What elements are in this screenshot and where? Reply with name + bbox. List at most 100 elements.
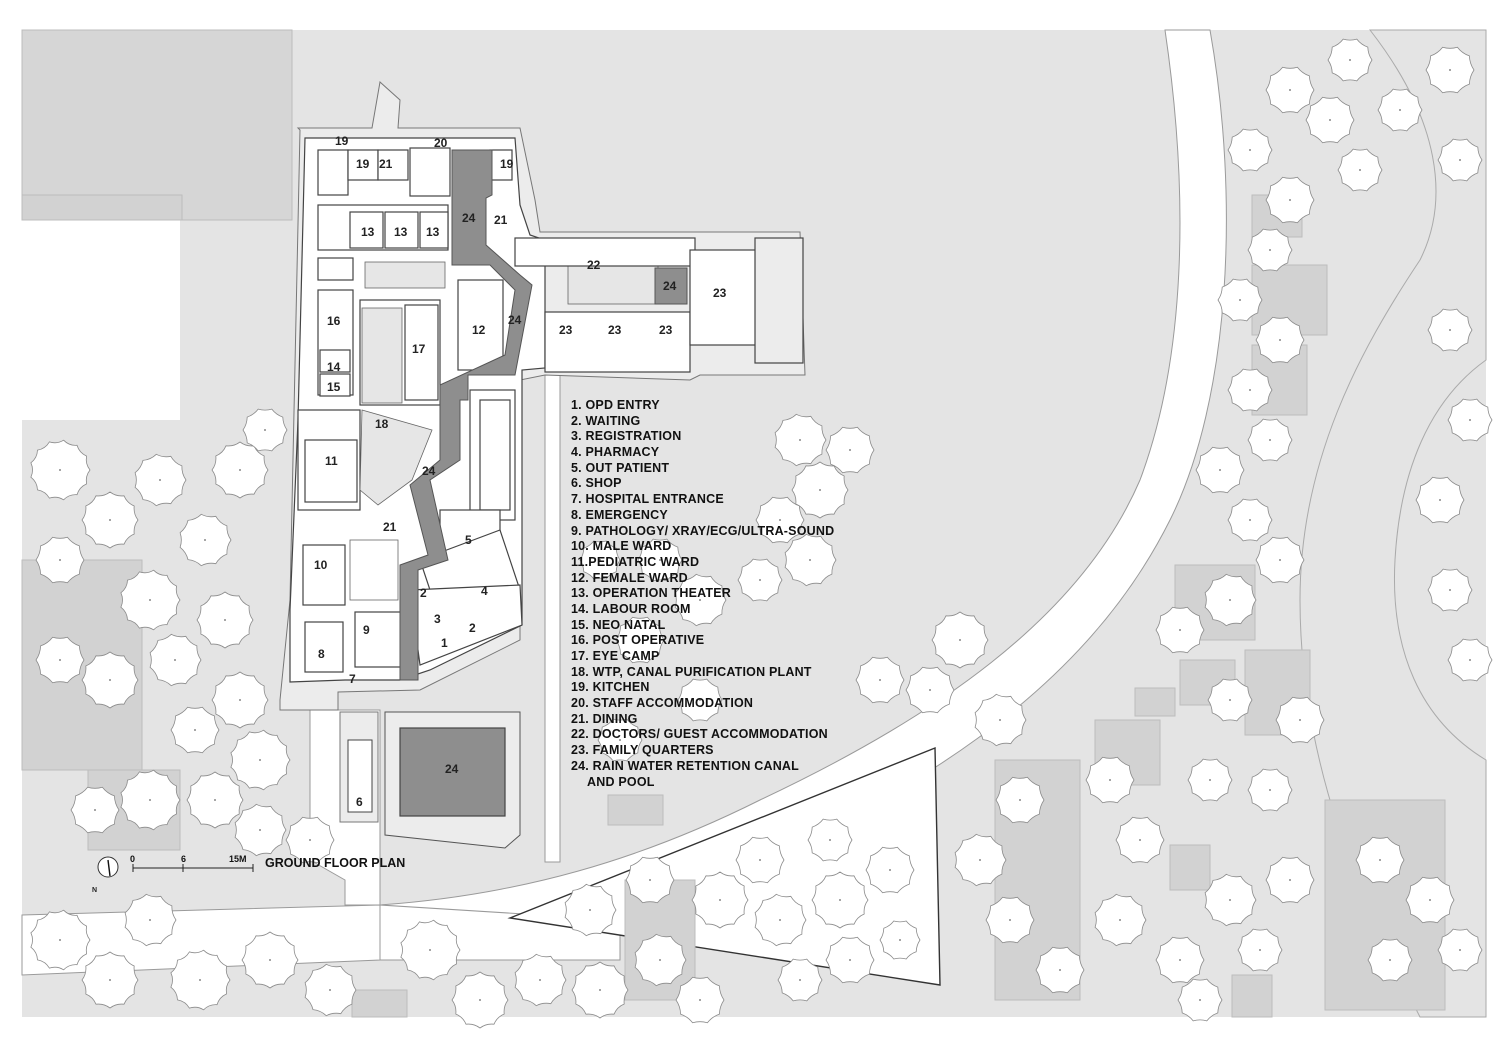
- tree-trunk: [759, 859, 761, 861]
- room-label: 1: [441, 636, 448, 650]
- tree-trunk: [1119, 919, 1121, 921]
- tree-trunk: [1439, 499, 1441, 501]
- room-label: 2: [469, 621, 476, 635]
- tree-trunk: [309, 839, 311, 841]
- tree-trunk: [1359, 169, 1361, 171]
- tree-trunk: [174, 659, 176, 661]
- tree-trunk: [1289, 199, 1291, 201]
- legend-item: 20. STAFF ACCOMMODATION: [571, 696, 754, 711]
- room-label: 19: [356, 157, 370, 171]
- room-label: 23: [659, 323, 673, 337]
- legend-item: 21. DINING: [571, 711, 638, 726]
- legend-item: 5. OUT PATIENT: [571, 460, 670, 475]
- room-label: 19: [500, 157, 514, 171]
- tree-trunk: [639, 639, 641, 641]
- trees: [30, 38, 1493, 1029]
- tree-trunk: [839, 899, 841, 901]
- tree-trunk: [109, 979, 111, 981]
- tree-trunk: [1209, 779, 1211, 781]
- tree-trunk: [659, 559, 661, 561]
- tree-trunk: [1249, 389, 1251, 391]
- tree-trunk: [1179, 629, 1181, 631]
- tree-trunk: [699, 699, 701, 701]
- tree-trunk: [1379, 859, 1381, 861]
- drawing-title: GROUND FLOOR PLAN: [265, 856, 406, 870]
- tree-trunk: [1179, 959, 1181, 961]
- tree-trunk: [1229, 899, 1231, 901]
- tree-trunk: [59, 939, 61, 941]
- room-label: 8: [318, 647, 325, 661]
- tree-trunk: [759, 579, 761, 581]
- room-label: 21: [383, 520, 397, 534]
- tree-trunk: [1059, 969, 1061, 971]
- legend-item: 24. RAIN WATER RETENTION CANAL: [571, 758, 799, 773]
- room-label: 19: [335, 134, 349, 148]
- tree-trunk: [1269, 439, 1271, 441]
- tree-trunk: [94, 809, 96, 811]
- tree-trunk: [264, 429, 266, 431]
- tree-trunk: [649, 879, 651, 881]
- tree-trunk: [889, 869, 891, 871]
- room-label: 24: [462, 211, 476, 225]
- legend-item: 12. FEMALE WARD: [571, 570, 688, 585]
- legend: 1. OPD ENTRY 2. WAITING 3. REGISTRATION …: [571, 398, 834, 790]
- tree-trunk: [599, 989, 601, 991]
- legend-item: 2. WAITING: [571, 413, 641, 428]
- tree-trunk: [224, 619, 226, 621]
- room-label: 10: [314, 558, 328, 572]
- tree-trunk: [1249, 519, 1251, 521]
- legend-item: 8. EMERGENCY: [571, 507, 668, 522]
- tree-trunk: [1429, 899, 1431, 901]
- tree-trunk: [1249, 149, 1251, 151]
- tree-trunk: [239, 699, 241, 701]
- tree-trunk: [1279, 339, 1281, 341]
- legend-item: 9. PATHOLOGY/ XRAY/ECG/ULTRA-SOUND: [571, 523, 835, 538]
- tree-trunk: [779, 519, 781, 521]
- tree-trunk: [269, 959, 271, 961]
- tree-trunk: [1469, 659, 1471, 661]
- room-label: 23: [608, 323, 622, 337]
- scale-label: 15M: [229, 854, 247, 864]
- tree-trunk: [929, 689, 931, 691]
- tree-trunk: [1219, 469, 1221, 471]
- tree-trunk: [59, 659, 61, 661]
- legend-item: 16. POST OPERATIVE: [571, 633, 705, 648]
- tree-trunk: [699, 599, 701, 601]
- room-label: 12: [472, 323, 486, 337]
- room-label: 6: [356, 795, 363, 809]
- tree-trunk: [194, 729, 196, 731]
- tree-trunk: [1139, 839, 1141, 841]
- pool-block: [339, 711, 521, 849]
- tree-trunk: [539, 979, 541, 981]
- tree-trunk: [779, 919, 781, 921]
- tree-trunk: [1269, 789, 1271, 791]
- tree-trunk: [1229, 699, 1231, 701]
- room-label: 13: [426, 225, 440, 239]
- room-label: 22: [587, 258, 601, 272]
- tree-trunk: [589, 909, 591, 911]
- triangle-park: [507, 746, 941, 986]
- legend-item: 3. REGISTRATION: [571, 429, 682, 444]
- tree-trunk: [329, 989, 331, 991]
- tree-trunk: [809, 559, 811, 561]
- tree-trunk: [849, 959, 851, 961]
- room-label: 24: [422, 464, 436, 478]
- tree-trunk: [239, 469, 241, 471]
- scale-label: 0: [130, 854, 136, 864]
- tree-trunk: [429, 949, 431, 951]
- tree-trunk: [204, 539, 206, 541]
- legend-item: 22. DOCTORS/ GUEST ACCOMMODATION: [571, 727, 828, 742]
- tree-trunk: [1349, 59, 1351, 61]
- tree-trunk: [149, 599, 151, 601]
- tree-trunk: [214, 799, 216, 801]
- room-label: 4: [481, 584, 488, 598]
- legend-item: 11.PEDIATRIC WARD: [571, 554, 700, 569]
- tree-trunk: [1199, 999, 1201, 1001]
- room-label: 13: [361, 225, 375, 239]
- tree-trunk: [1109, 779, 1111, 781]
- tree-trunk: [699, 999, 701, 1001]
- tree-trunk: [1449, 329, 1451, 331]
- tree-trunk: [819, 489, 821, 491]
- tree-trunk: [1019, 799, 1021, 801]
- room-label: 20: [434, 136, 448, 150]
